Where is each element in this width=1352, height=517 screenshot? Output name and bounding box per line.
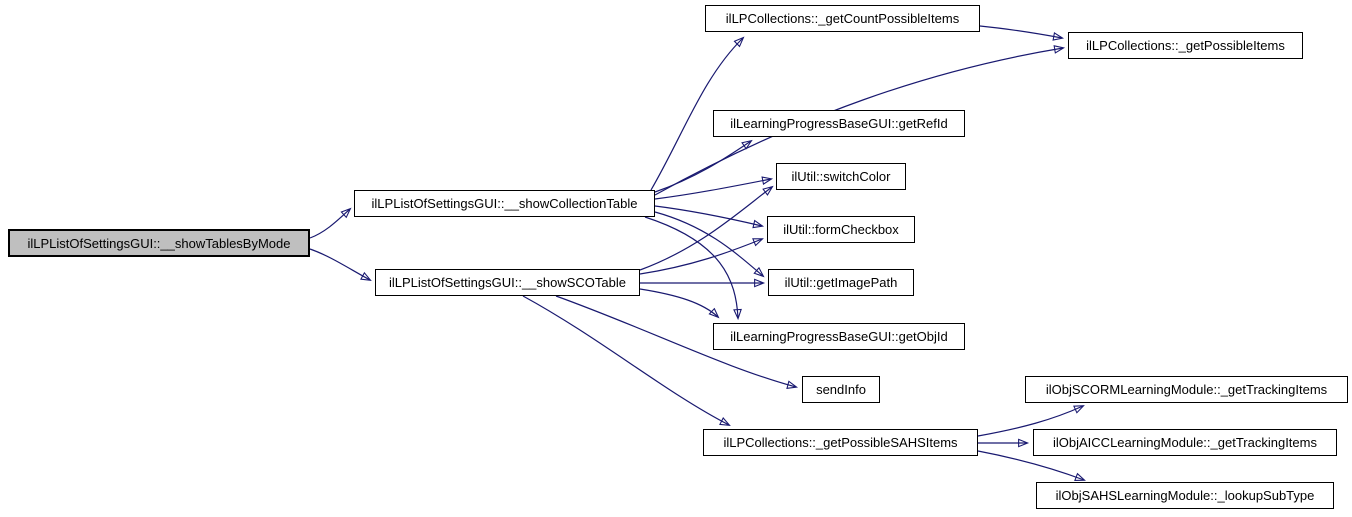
edge-showCollectionTable-getCountPossibleItems <box>650 36 745 191</box>
edge-showSCOTable-getObjId <box>639 288 720 319</box>
node-get-count-possible-items[interactable]: ilLPCollections::_getCountPossibleItems <box>705 5 980 32</box>
edge-showCollectionTable-getRefId <box>654 139 753 193</box>
edge-showCollectionTable-switchColor <box>654 176 774 200</box>
node-get-ref-id[interactable]: ilLearningProgressBaseGUI::getRefId <box>713 110 965 137</box>
node-get-possible-items[interactable]: ilLPCollections::_getPossibleItems <box>1068 32 1303 59</box>
node-switch-color[interactable]: ilUtil::switchColor <box>776 163 906 190</box>
node-form-checkbox[interactable]: ilUtil::formCheckbox <box>767 216 915 243</box>
edge-getCountPossibleItems-getPossibleItems <box>979 25 1065 41</box>
edge-showTablesByMode-showSCOTable <box>309 248 372 281</box>
edge-showSCOTable-getPossibleSAHSItems <box>522 295 731 426</box>
node-show-collection-table[interactable]: ilLPListOfSettingsGUI::__showCollectionT… <box>354 190 655 217</box>
edge-showCollectionTable-getImagePath <box>654 211 765 278</box>
edge-showTablesByMode-showCollectionTable <box>309 207 352 239</box>
edge-getPossibleSAHSItems-sahsLookupSubType <box>977 450 1086 481</box>
node-scorm-get-tracking-items[interactable]: ilObjSCORMLearningModule::_getTrackingIt… <box>1025 376 1348 403</box>
edge-showSCOTable-formCheckbox <box>639 238 764 275</box>
edge-showCollectionTable-formCheckbox <box>654 205 765 229</box>
node-show-sco-table[interactable]: ilLPListOfSettingsGUI::__showSCOTable <box>375 269 640 296</box>
node-show-tables-by-mode[interactable]: ilLPListOfSettingsGUI::__showTablesByMod… <box>8 229 310 257</box>
node-get-possible-sahs-items[interactable]: ilLPCollections::_getPossibleSAHSItems <box>703 429 978 456</box>
edge-getPossibleSAHSItems-scormGetTrackingItems <box>977 405 1085 437</box>
edge-showSCOTable-sendInfo <box>555 295 799 389</box>
edge-showCollectionTable-getPossibleItems <box>654 45 1066 196</box>
edge-showCollectionTable-getObjId <box>644 216 742 321</box>
node-sahs-lookup-sub-type[interactable]: ilObjSAHSLearningModule::_lookupSubType <box>1036 482 1334 509</box>
node-get-image-path[interactable]: ilUtil::getImagePath <box>768 269 914 296</box>
node-send-info[interactable]: sendInfo <box>802 376 880 403</box>
edge-showSCOTable-switchColor <box>639 185 774 271</box>
node-aicc-get-tracking-items[interactable]: ilObjAICCLearningModule::_getTrackingIte… <box>1033 429 1337 456</box>
node-get-obj-id[interactable]: ilLearningProgressBaseGUI::getObjId <box>713 323 965 350</box>
